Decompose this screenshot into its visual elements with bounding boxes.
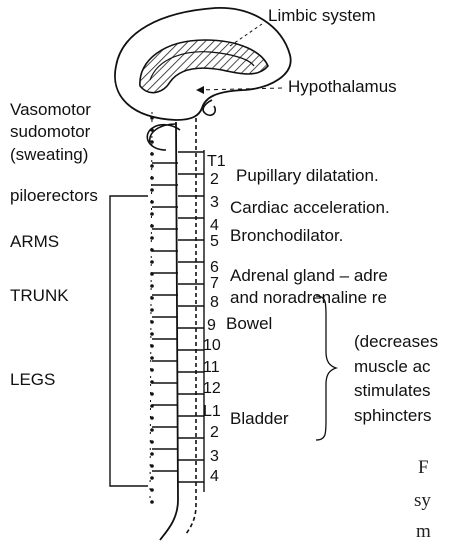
sudomotor-label: sudomotor [10, 122, 90, 142]
trunk-label: TRUNK [10, 286, 69, 306]
bronchodilator-label: Bronchodilator. [230, 226, 343, 246]
segment-label: 2 [210, 425, 219, 441]
segment-label: 9 [207, 318, 216, 334]
segment-label: 12 [203, 381, 221, 397]
sympathetic-chain [150, 112, 154, 504]
segment-label: L1 [203, 404, 221, 420]
segment-label: 7 [210, 276, 219, 292]
note-line-1: (decreases [354, 332, 438, 352]
segment-label: 4 [210, 218, 219, 234]
caption-fragment: m [416, 520, 431, 544]
segment-label: 10 [203, 338, 221, 354]
curly-brace [316, 296, 336, 440]
note-line-4: sphincters [354, 406, 431, 426]
segment-label: 2 [210, 172, 219, 188]
bladder-label: Bladder [230, 409, 289, 429]
vasomotor-label: Vasomotor [10, 100, 91, 120]
segment-label: 3 [210, 449, 219, 465]
limbic-system-label: Limbic system [268, 6, 376, 26]
segment-boxes [178, 150, 204, 492]
arms-label: ARMS [10, 232, 59, 252]
caption-fragment: sy [414, 489, 431, 513]
note-line-2: muscle ac [354, 357, 431, 377]
bowel-label: Bowel [226, 314, 272, 334]
pupillary-dilatation-label: Pupillary dilatation. [236, 166, 379, 186]
noradrenaline-label: and noradrenaline re [230, 288, 387, 308]
hypothalamus-label: Hypothalamus [288, 77, 397, 97]
caption-fragment: F [418, 456, 429, 480]
adrenal-gland-label: Adrenal gland – adre [230, 266, 388, 286]
segment-label: 11 [203, 360, 220, 376]
legs-label: LEGS [10, 370, 55, 390]
piloerectors-label: piloerectors [10, 186, 98, 206]
segment-label: 3 [210, 195, 219, 211]
sweating-label: (sweating) [10, 145, 88, 165]
cardiac-acceleration-label: Cardiac acceleration. [230, 198, 390, 218]
note-line-3: stimulates [354, 381, 431, 401]
segment-label: 6 [210, 260, 219, 276]
segment-label: 8 [210, 295, 219, 311]
segment-label: 4 [210, 469, 219, 485]
segment-label: 5 [210, 234, 219, 250]
segment-label: T1 [207, 154, 226, 170]
